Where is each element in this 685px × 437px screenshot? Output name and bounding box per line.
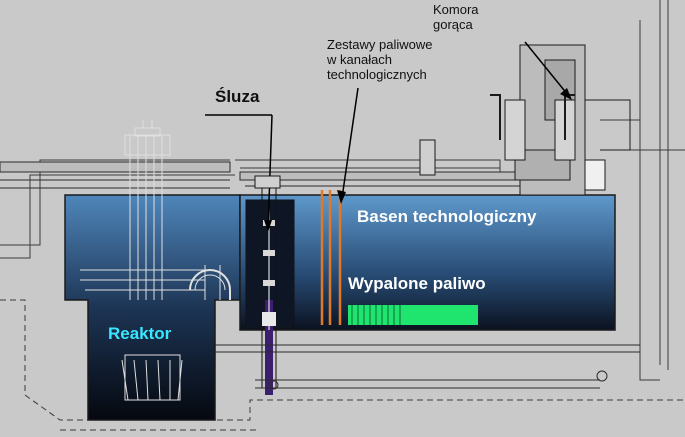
label-sluza: Śluza — [215, 87, 260, 106]
fuel-channel-rods — [320, 190, 342, 325]
zestawy-pointer — [337, 87, 359, 204]
reactor-internals — [80, 120, 231, 401]
komora-pointer — [524, 41, 572, 100]
pool-top-equipment — [254, 139, 436, 189]
top-rails — [0, 161, 520, 189]
spent-fuel-rack — [348, 305, 478, 325]
reactor-tank — [64, 194, 241, 421]
label-zestawy: Zestawy paliwowe w kanałach technologicz… — [327, 37, 433, 82]
label-reaktor: Reaktor — [108, 324, 172, 343]
hot-cell — [490, 44, 631, 196]
lower-piping — [215, 344, 640, 390]
label-komora: Komora gorąca — [433, 2, 479, 32]
label-paliwo: Wypalone paliwo — [348, 274, 486, 293]
label-basen: Basen technologiczny — [357, 207, 537, 226]
